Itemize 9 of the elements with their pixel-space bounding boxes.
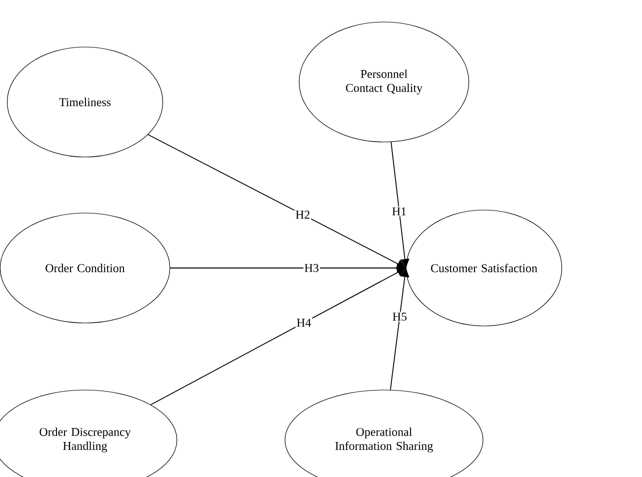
edge-label: H2 [296,210,310,219]
edge-label: H4 [296,318,311,327]
ellipse-node: Timeliness [6,46,164,158]
edge-label: H1 [392,207,406,216]
ellipse-node: Customer Satisfaction [406,210,562,326]
edge-label: H5 [392,312,407,321]
ellipse-node: Personnel Contact Quality [298,22,470,142]
edge-label: H3 [304,264,318,272]
ellipse-node: Order Condition [0,212,170,324]
